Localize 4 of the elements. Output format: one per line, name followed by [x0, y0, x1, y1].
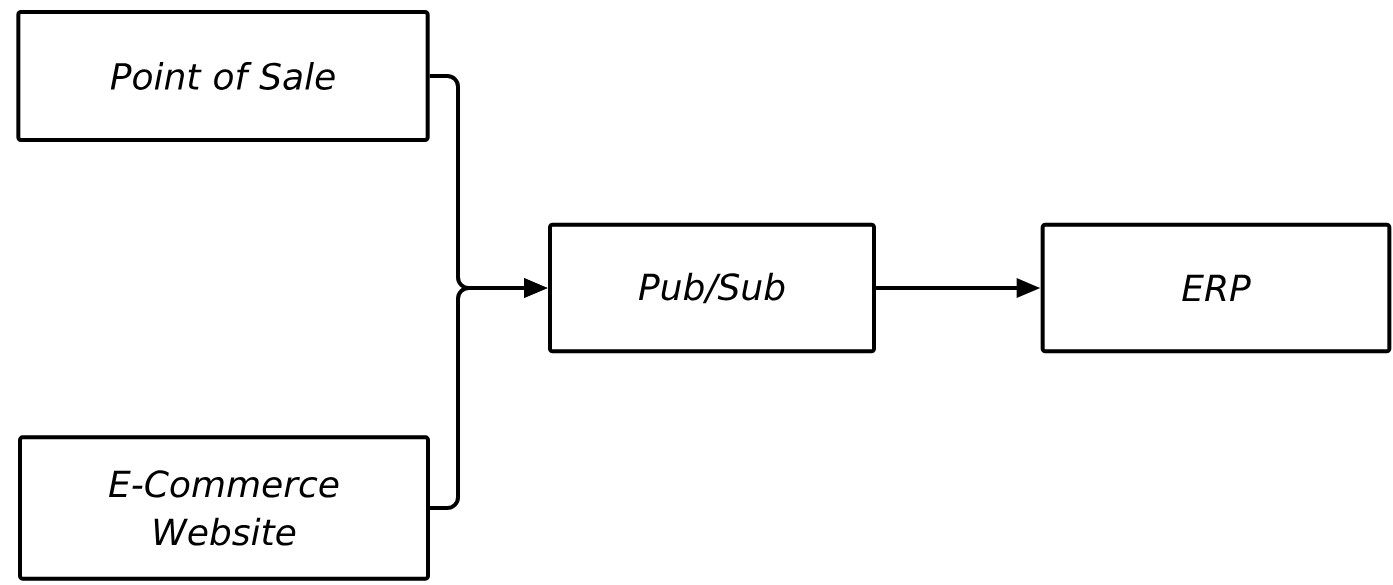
process-box: ERP	[1040, 222, 1392, 354]
process-box: E-Commerce Website	[18, 435, 430, 581]
process-box: Point of Sale	[16, 10, 430, 142]
process-box: Pub/Sub	[548, 222, 876, 354]
